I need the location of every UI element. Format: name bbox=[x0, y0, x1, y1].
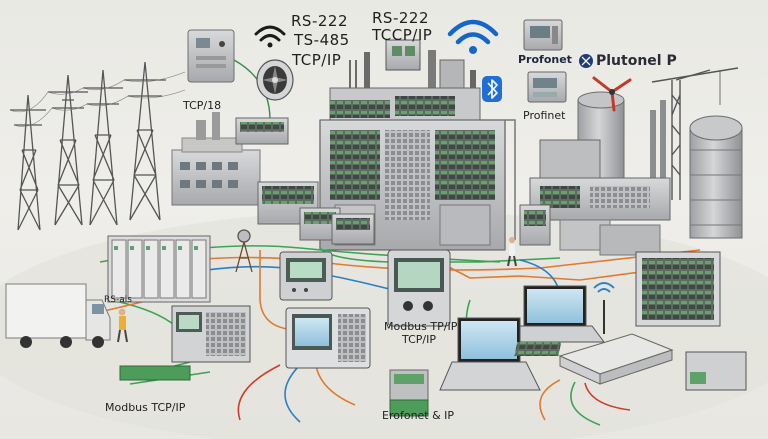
worker-figure bbox=[507, 237, 517, 267]
terminal-block bbox=[119, 365, 429, 417]
tcp18-label: TCP/18 bbox=[183, 99, 222, 112]
top-cabinet bbox=[187, 29, 271, 121]
server-rack bbox=[635, 251, 721, 327]
tcpip-left-label: TCP/IP bbox=[292, 51, 342, 69]
wifi-icon bbox=[254, 25, 286, 48]
profonet-top-label: Profonet bbox=[518, 53, 572, 66]
plc-device bbox=[171, 305, 251, 363]
power-tower bbox=[10, 94, 46, 231]
right-silos bbox=[519, 91, 743, 256]
tccpip-right-label: TCCP/IP bbox=[372, 26, 433, 44]
io-module bbox=[685, 351, 747, 391]
profinet-label: Profinet bbox=[523, 109, 566, 122]
rs-left-label: RS-als bbox=[104, 295, 132, 305]
plutonet-label: Plutonel P bbox=[596, 53, 677, 69]
modbus-bottom-label: Modbus TCP/IP bbox=[105, 401, 186, 414]
network-switch bbox=[514, 333, 674, 385]
ts485-label: TS-485 bbox=[294, 31, 350, 49]
rs222-left-label: RS-222 bbox=[291, 12, 348, 30]
wifi-icon bbox=[447, 19, 499, 54]
left-factory bbox=[171, 112, 261, 206]
power-towers bbox=[9, 61, 186, 231]
tcpip-mid-label: TCP/IP bbox=[402, 333, 436, 346]
control-cabinets bbox=[235, 117, 375, 245]
plutonet-logo bbox=[579, 54, 593, 68]
erofonet-label: Erofonet & IP bbox=[382, 409, 455, 422]
plc-rack bbox=[107, 235, 211, 303]
modbus-tp-label: Modbus TP/IP bbox=[384, 320, 458, 333]
profinet-device bbox=[527, 71, 567, 103]
meter-device bbox=[387, 249, 451, 327]
power-tower bbox=[48, 74, 88, 226]
antenna-icon bbox=[235, 229, 253, 273]
windmill bbox=[592, 76, 632, 112]
worker-figure bbox=[117, 308, 128, 343]
laptop bbox=[439, 317, 541, 391]
power-tower bbox=[124, 61, 166, 221]
power-tower bbox=[83, 69, 123, 226]
controller-device bbox=[285, 307, 371, 369]
crane bbox=[651, 67, 739, 200]
fan-icon bbox=[256, 59, 294, 101]
laptop bbox=[509, 285, 605, 343]
profonet-device bbox=[523, 19, 563, 51]
rs222-right-label: RS-222 bbox=[372, 9, 429, 27]
hmi-device bbox=[279, 251, 333, 301]
bluetooth-icon bbox=[482, 76, 502, 102]
truck bbox=[5, 283, 111, 348]
antenna-icon bbox=[593, 282, 615, 334]
